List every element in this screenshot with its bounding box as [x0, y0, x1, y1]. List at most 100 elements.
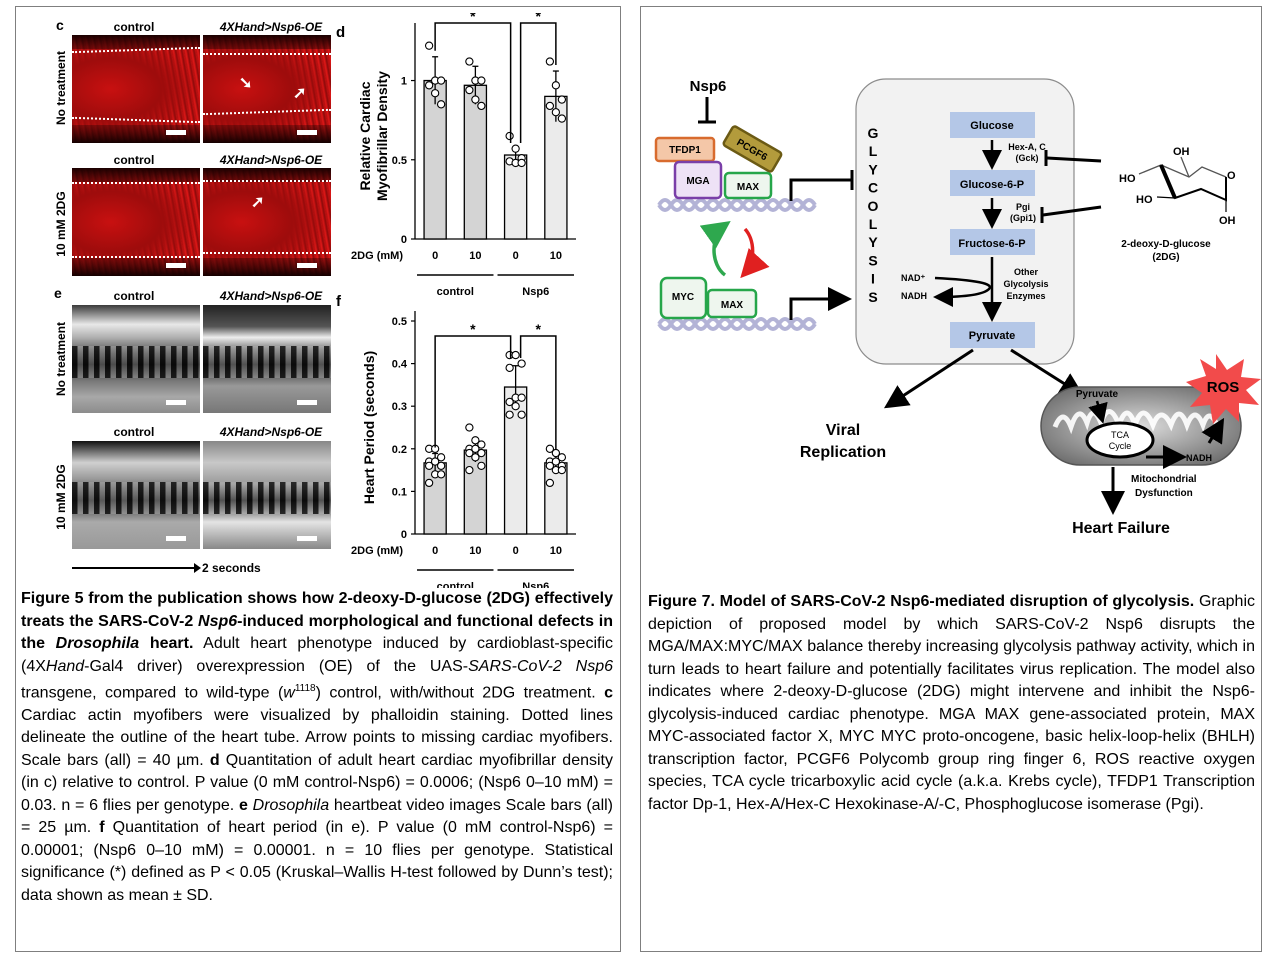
- ros-starburst-icon: [1186, 354, 1261, 424]
- panel-c-row-label-2dg: 10 mM 2DG: [54, 191, 68, 257]
- missing-myofiber-arrow-icon: ➘: [239, 75, 253, 92]
- max-bottom-label: MAX: [721, 300, 744, 311]
- glycolysis-letter: L: [869, 143, 878, 159]
- caption-text: Adult heart phenotype induced by cardiob…: [21, 635, 613, 675]
- mga-protein: [673, 160, 723, 200]
- max-top-label: MAX: [737, 182, 760, 193]
- caption-panel-ref: f: [99, 819, 105, 837]
- molecule-abbrev: (2DG): [1152, 252, 1179, 263]
- scale-bar: [297, 263, 317, 268]
- enzyme-other-label: Other: [1014, 267, 1039, 277]
- tfdp1-label: TFDP1: [669, 145, 701, 156]
- chart-data-point: [465, 448, 474, 458]
- chart-group-label: Nsp6: [522, 286, 549, 298]
- figure-5-panel: c control 4XHand>Nsp6-OE No treatment ➘ …: [15, 6, 621, 952]
- figure-7-panel: Nsp6 PCGF6 TFDP1 MGA MAX MYC: [640, 6, 1262, 952]
- time-arrow-line: [72, 567, 198, 569]
- arrow-to-viral-replication-icon: [883, 348, 974, 409]
- activate-promoter-arrow-icon: [789, 287, 852, 320]
- chart-data-point: [471, 453, 480, 462]
- micrograph-c-nsp6-untreated: ➘ ➚: [203, 35, 331, 143]
- step-fructose-6-p: Fructose-6-P: [958, 238, 1025, 250]
- kymograph-e-nsp6-untreated: [203, 305, 331, 413]
- panel-e-row-label-no-treatment: No treatment: [54, 322, 68, 397]
- figure-7-caption: Figure 7. Model of SARS-CoV-2 Nsp6-media…: [648, 591, 1255, 816]
- chart-significance-bracket: [519, 22, 557, 143]
- panel-c-col-title-nsp6: 4XHand>Nsp6-OE: [219, 20, 323, 34]
- caption-bold-part: -induced morphological and functional de…: [21, 612, 613, 653]
- pcgf6-protein: PCGF6: [722, 125, 783, 173]
- chart-ytick-label: 0.5: [392, 155, 407, 167]
- myc-label: MYC: [672, 292, 694, 303]
- enzyme-glycolysis-label: Glycolysis: [1003, 279, 1048, 289]
- mito-dysfunction-label-1: Mitochondrial: [1131, 474, 1197, 485]
- panel-c-letter: c: [56, 17, 64, 33]
- chart-data-point: [436, 453, 446, 462]
- chart-data-point: [545, 101, 555, 111]
- chart-significance-bracket: [519, 335, 557, 450]
- chart-data-point: [436, 461, 446, 470]
- micrograph-c-nsp6-2dg: ➚: [203, 168, 331, 276]
- glycolysis-model-diagram: Nsp6 PCGF6 TFDP1 MGA MAX MYC: [654, 78, 1261, 537]
- chart-data-point: [424, 461, 434, 470]
- caption-text: ) control, with/without 2DG treatment.: [315, 684, 605, 702]
- chart-data-point: [424, 41, 434, 50]
- chart-data-point: [430, 89, 440, 98]
- chart-data-point: [471, 95, 480, 104]
- time-arrow-head-icon: [194, 563, 201, 573]
- chart-significance-bracket: [434, 22, 512, 143]
- chart-data-point: [430, 457, 440, 466]
- chart-ytick-label: 0.4: [392, 359, 408, 371]
- glycolysis-letter: S: [868, 289, 877, 305]
- mito-pyruvate-label: Pyruvate: [1076, 389, 1119, 400]
- chart-data-point: [545, 444, 555, 453]
- kymograph-e-control-untreated: [72, 305, 200, 413]
- nad-conversion-arrow-icon: [933, 276, 992, 307]
- time-arrow-label: 2 seconds: [202, 561, 261, 575]
- figure-5-caption: Figure 5 from the publication shows how …: [21, 588, 613, 907]
- missing-myofiber-arrow-icon: ➚: [251, 194, 265, 211]
- chart-data-point: [477, 440, 486, 449]
- chart-ytick-label: 0: [401, 529, 407, 541]
- tca-label-2: Cycle: [1109, 441, 1132, 451]
- scale-bar: [297, 400, 317, 405]
- caption-text: Quantitation of heart period (in e). P v…: [21, 819, 614, 904]
- chart-xtick-label: 0: [432, 250, 438, 262]
- chart-data-point: [505, 363, 514, 373]
- chart-data-point: [465, 423, 474, 432]
- chart-data-point: [424, 81, 434, 90]
- micrograph-c-control-untreated: [72, 35, 200, 143]
- glycolysis-letter: C: [868, 180, 878, 196]
- step-glucose: Glucose: [970, 120, 1013, 132]
- viral-replication-label-1: Viral: [826, 422, 860, 439]
- caption-italic: Hand: [45, 657, 85, 675]
- chart-data-point: [545, 461, 555, 470]
- caption-italic: w: [283, 684, 295, 702]
- viral-replication-label-2: Replication: [800, 444, 886, 461]
- chart-data-point: [436, 100, 446, 109]
- chart-data-point: [465, 57, 474, 66]
- chart-data-point: [505, 397, 514, 407]
- caption-bold-italic: Nsp6: [198, 612, 238, 630]
- chart-xlabel: 2DG (mM): [351, 250, 403, 262]
- step-box-pyruvate: [950, 322, 1035, 348]
- chart-data-point: [551, 108, 561, 117]
- chart-data-point: [517, 359, 526, 368]
- chart-panel-letter: f: [336, 293, 342, 310]
- chart-group-label: Nsp6: [522, 581, 549, 588]
- panel-e-col-title-control-2dg: control: [113, 425, 155, 439]
- mga-label: MGA: [686, 176, 709, 187]
- chart-ytick-label: 0: [401, 234, 407, 246]
- chart-ylabel: Relative Cardiac: [357, 81, 373, 190]
- chart-group-label: control: [437, 286, 474, 298]
- chart-xlabel: 2DG (mM): [351, 545, 403, 557]
- chart-data-point: [557, 465, 567, 475]
- molecule-ho-2: HO: [1136, 194, 1153, 206]
- step-box-glucose: [950, 112, 1035, 138]
- chart-ylabel: Heart Period (seconds): [361, 351, 377, 504]
- chart-xtick-label: 0: [432, 545, 438, 557]
- molecule-name: 2-deoxy-D-glucose: [1121, 239, 1211, 250]
